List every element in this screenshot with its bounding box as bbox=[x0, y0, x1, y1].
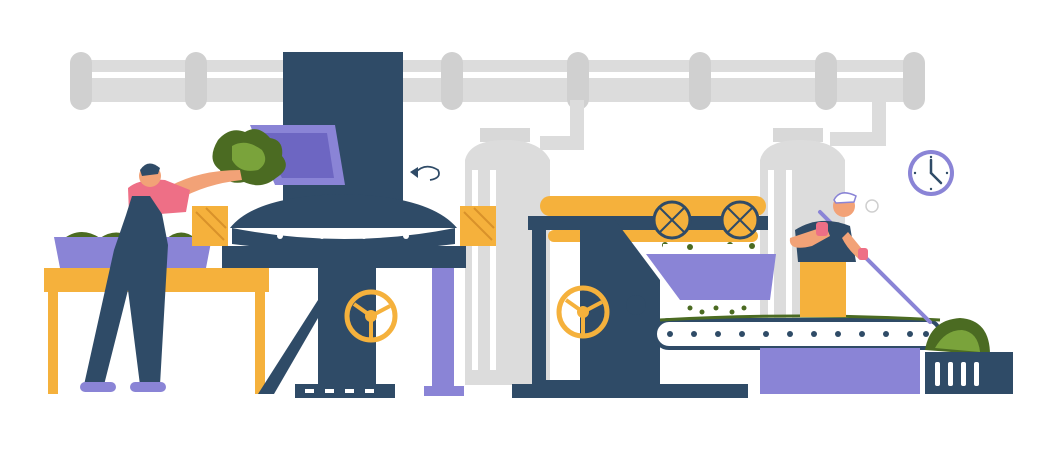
rotate-arrow-icon bbox=[410, 165, 440, 181]
handwheel-icon bbox=[556, 285, 610, 339]
handwheel-icon bbox=[344, 289, 398, 343]
storage-tank-left bbox=[465, 128, 550, 385]
worker-raking-olives bbox=[789, 192, 932, 324]
worker-loading-olives bbox=[80, 129, 286, 392]
clock-icon bbox=[908, 150, 954, 196]
roller-right bbox=[720, 200, 760, 240]
roller-left bbox=[652, 200, 692, 240]
press-conveyor-machine bbox=[512, 196, 1013, 398]
